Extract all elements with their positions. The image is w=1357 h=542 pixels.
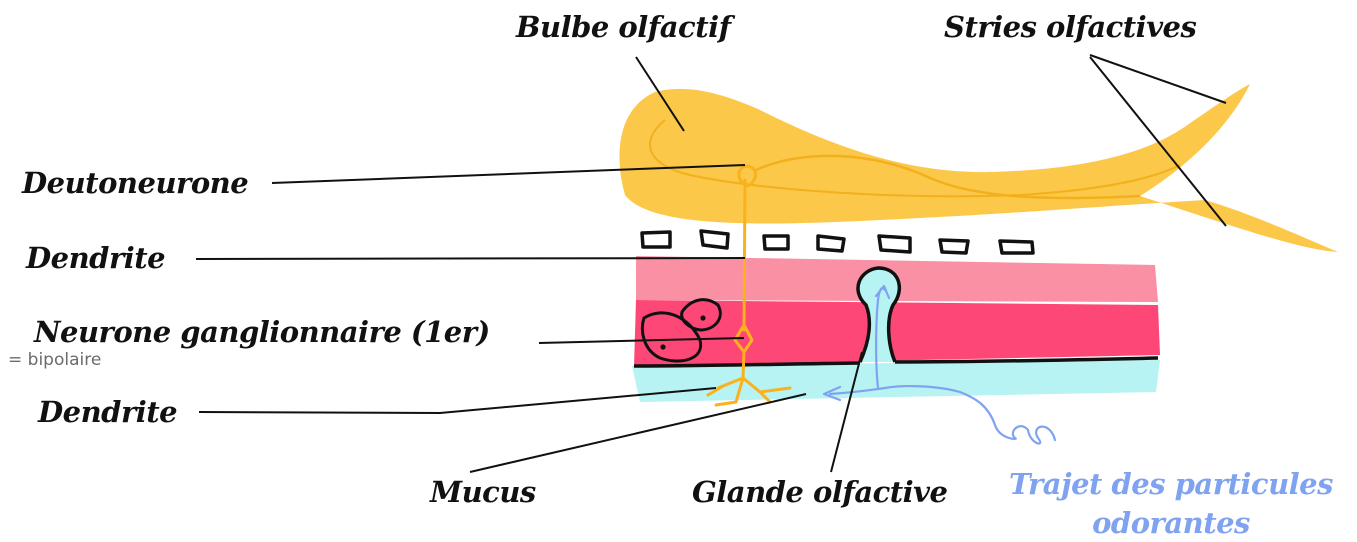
- cribriform-hole: [818, 236, 844, 251]
- leader-stries-upper: [1090, 55, 1226, 103]
- label-stries-olfactives: Stries olfactives: [944, 13, 1196, 42]
- label-deutoneurone: Deutoneurone: [22, 169, 248, 198]
- bulbe-olfactif-shape: [619, 84, 1338, 252]
- label-bulbe-olfactif: Bulbe olfactif: [516, 13, 731, 42]
- cribriform-hole: [642, 232, 670, 247]
- cribriform-hole: [701, 231, 728, 248]
- label-trajet-line2: odorantes: [998, 509, 1344, 538]
- cribriform-hole: [879, 236, 910, 252]
- label-dendrite-top: Dendrite: [26, 244, 165, 273]
- note-bipolaire: = bipolaire: [8, 352, 101, 369]
- label-glande-olfactive: Glande olfactive: [692, 478, 947, 507]
- cribriform-hole: [1000, 241, 1033, 253]
- cribriform-hole: [764, 236, 788, 249]
- cribriform-hole: [940, 240, 968, 253]
- leader-dendrite-top: [196, 258, 745, 259]
- cribriform-plate: [642, 231, 1033, 253]
- label-dendrite-bottom: Dendrite: [38, 398, 177, 427]
- label-neurone-ganglionnaire: Neurone ganglionnaire (1er): [34, 318, 490, 347]
- pink-dark-layer: [634, 300, 1160, 366]
- label-mucus: Mucus: [430, 478, 536, 507]
- label-trajet-line1: Trajet des particules: [998, 470, 1344, 499]
